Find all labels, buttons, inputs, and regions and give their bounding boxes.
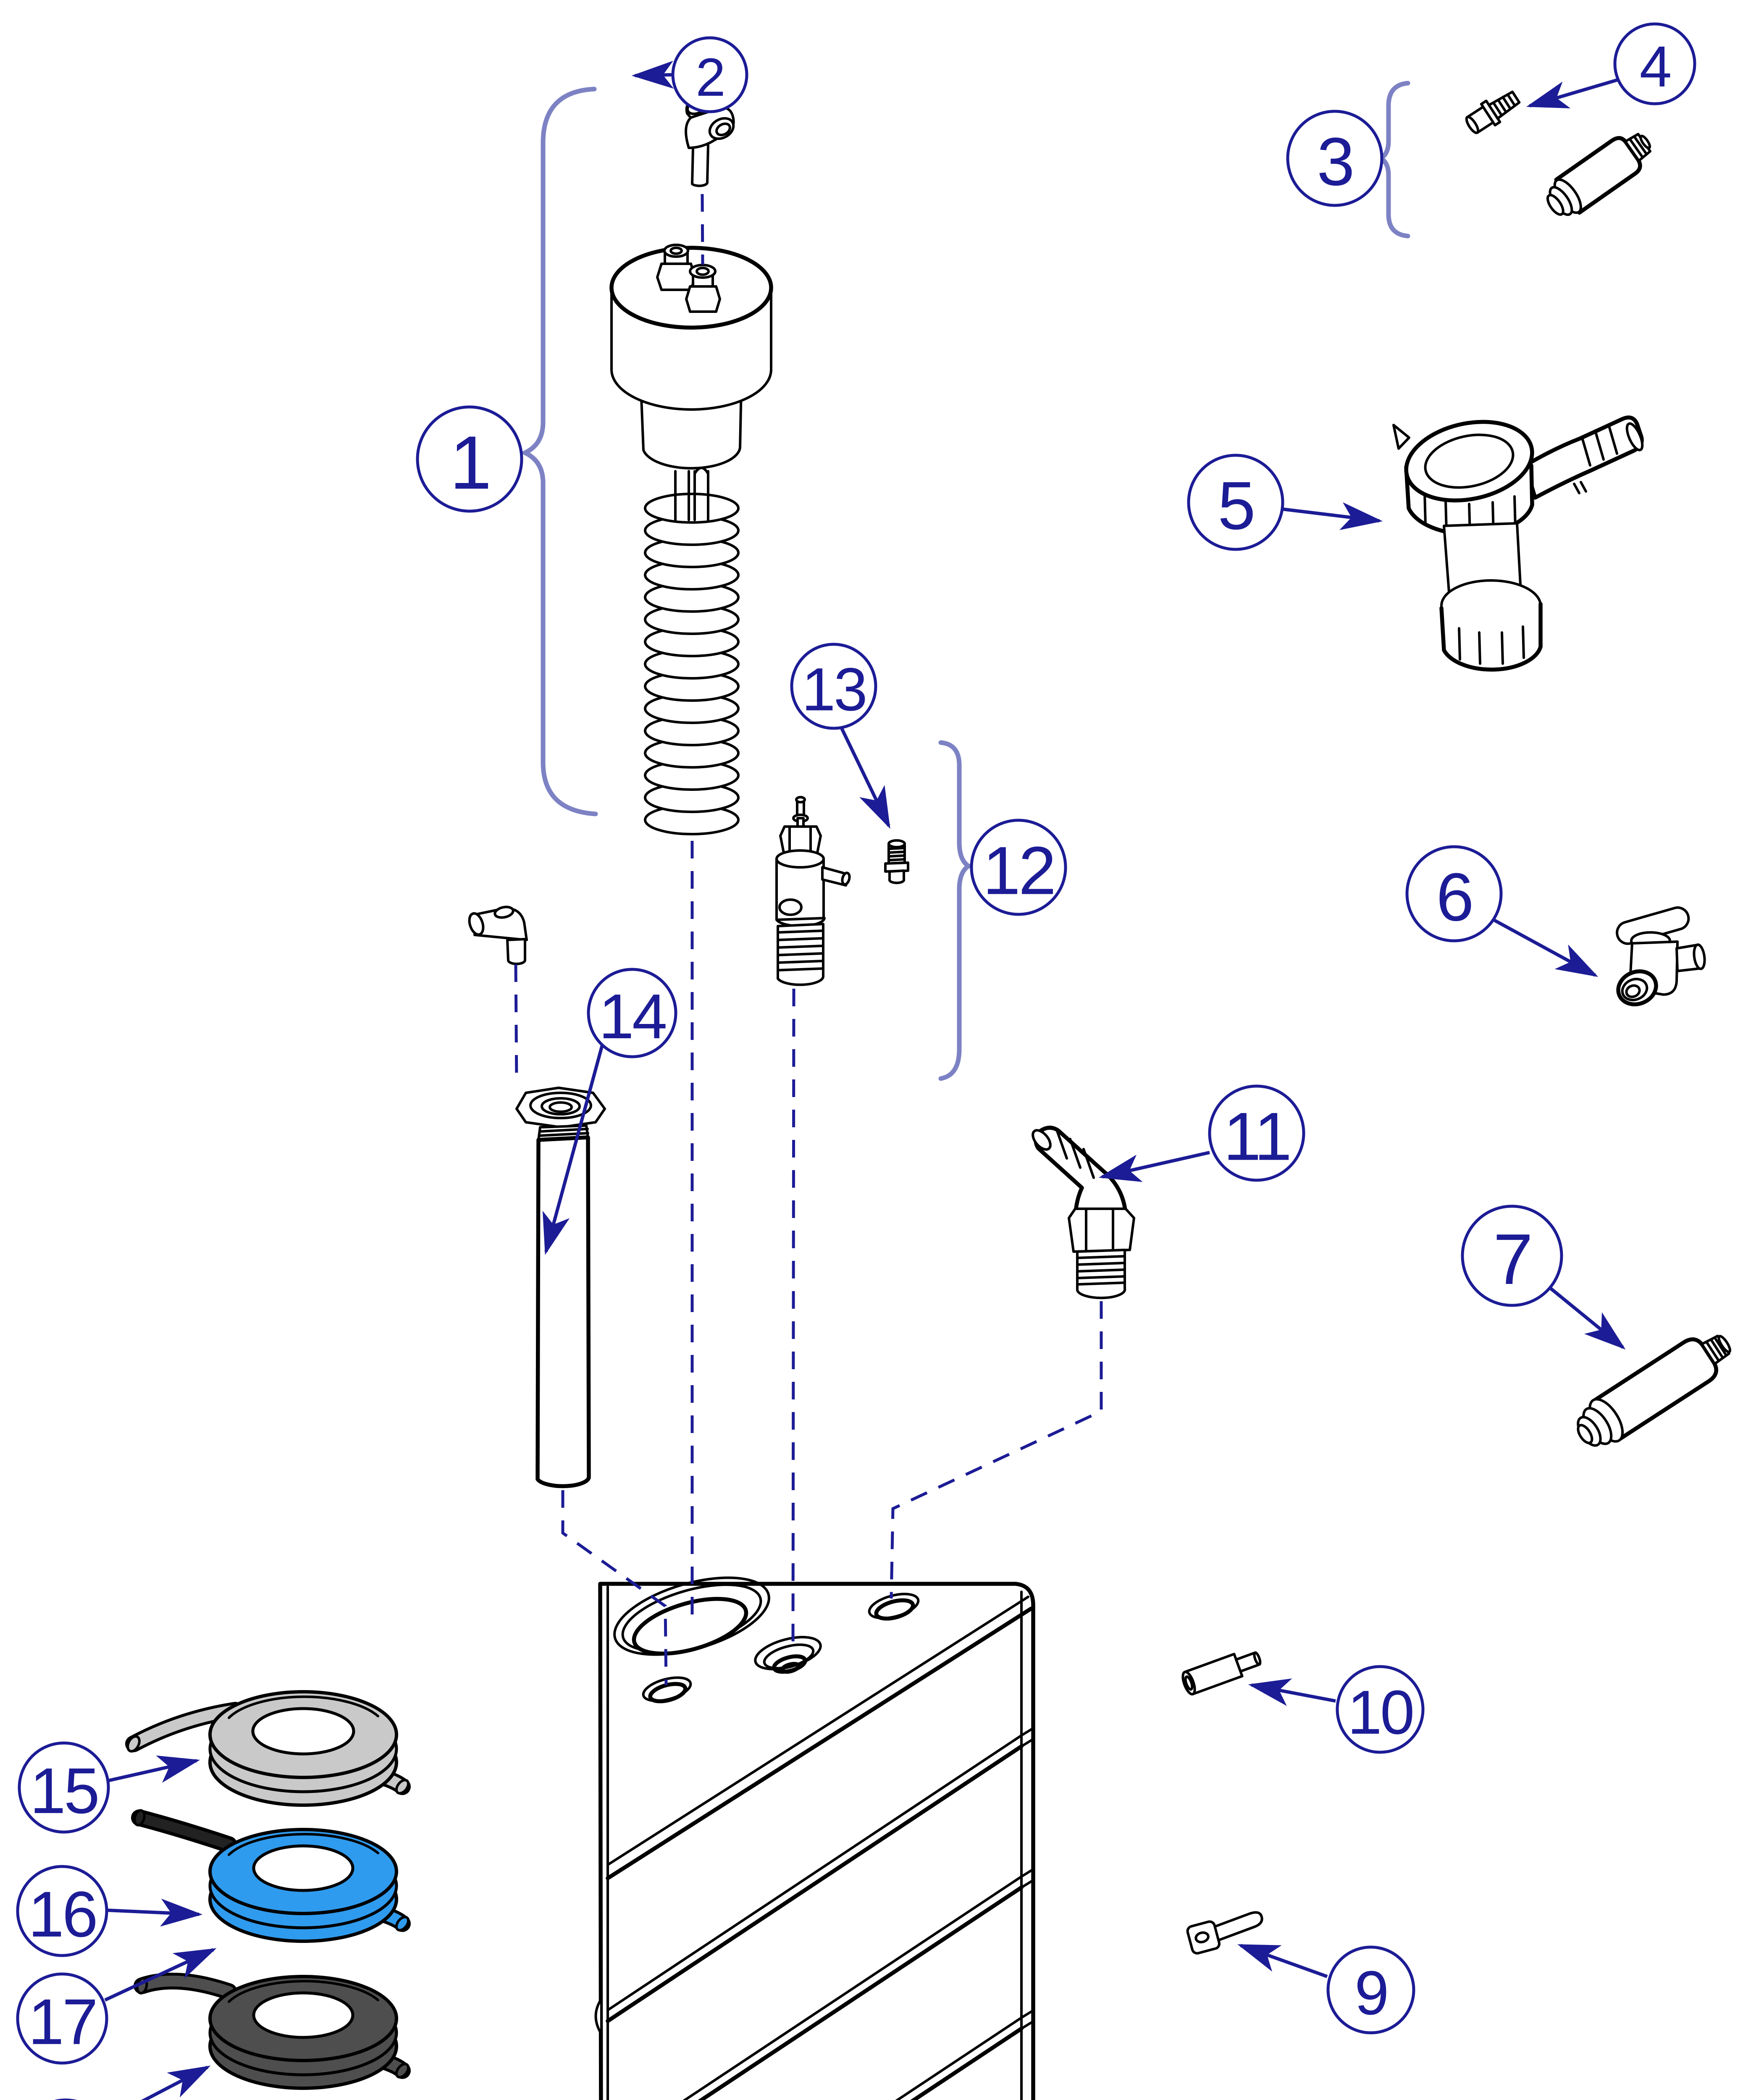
callout-number-12: 12: [983, 833, 1054, 909]
callout-bubble-5: [1187, 454, 1284, 551]
callout-number-10: 10: [1347, 1678, 1413, 1747]
callout-arrow-13: [839, 726, 890, 829]
callout-bubble-13: [790, 643, 877, 730]
callout-number-15: 15: [30, 1755, 98, 1827]
callout-bubble-15: [18, 1741, 110, 1834]
callout-18: 18: [54, 2066, 211, 2100]
assembly-dashed-line-4: [561, 1490, 668, 1685]
callout-16: 16: [16, 1865, 203, 1957]
callout-number-9: 9: [1354, 1958, 1387, 2028]
callout-bubble-4: [1613, 22, 1696, 105]
callout-10: 10: [1248, 1665, 1425, 1754]
callout-12: 12: [938, 740, 1067, 1081]
callout-2: 2: [631, 36, 748, 113]
callout-17: 17: [16, 1948, 217, 2065]
callout-5: 5: [1187, 454, 1383, 551]
callout-15: 15: [18, 1741, 200, 1834]
callout-arrow-4: [1526, 78, 1619, 109]
callout-arrow-7: [1549, 1286, 1626, 1350]
coil-tubing-gray: [125, 1690, 411, 1807]
callout-arrow-2: [631, 60, 674, 89]
assembly-dashed-line-6: [890, 1301, 1103, 1599]
assembly-dashed-line-5: [791, 988, 795, 1649]
group-brace-1: [519, 87, 598, 816]
threaded-fitting-13: [884, 839, 909, 885]
callout-11: 11: [1098, 1084, 1305, 1182]
callout-arrow-11: [1098, 1151, 1210, 1182]
callout-bubble-17: [16, 1972, 108, 2065]
fitting-4: [1465, 90, 1521, 134]
callout-bubble-6: [1405, 845, 1503, 942]
filter-cartridge-3: [1546, 133, 1652, 216]
callout-arrow-10: [1248, 1678, 1336, 1706]
callout-number-1: 1: [450, 421, 490, 505]
callout-bubble-7: [1461, 1205, 1563, 1307]
callout-bubble-1: [416, 405, 523, 513]
callout-13: 13: [790, 643, 890, 829]
black-tubing-17: [131, 1809, 237, 1853]
heater-coil: [644, 493, 740, 835]
barbed-elbow: [1032, 1126, 1135, 1299]
callout-number-16: 16: [28, 1878, 96, 1950]
heater-cap-coil-assembly: [609, 244, 773, 835]
callout-bubble-14: [587, 968, 677, 1058]
callout-bubble-2: [671, 36, 748, 113]
callout-9: 9: [1237, 1944, 1415, 2034]
callout-number-2: 2: [696, 47, 724, 108]
callout-number-5: 5: [1218, 468, 1253, 544]
spacer-pin: [1181, 1651, 1262, 1696]
elbow-fitting-mid: [468, 906, 528, 965]
relief-valve: [775, 796, 851, 986]
screw: [1186, 1911, 1263, 1955]
callout-number-13: 13: [802, 655, 866, 723]
coil-tubing-blue-and-black: [131, 1809, 411, 1943]
callout-bubble-16: [16, 1865, 108, 1957]
callout-arrow-15: [107, 1755, 200, 1783]
callout-number-14: 14: [599, 981, 666, 1052]
callout-number-17: 17: [28, 1986, 96, 2058]
callout-number-6: 6: [1436, 859, 1472, 935]
standpipe-tube: [515, 1087, 606, 1488]
callout-bubble-9: [1326, 1945, 1415, 2034]
callout-4: 4: [1526, 22, 1696, 109]
assembly-dashed-line-3: [514, 964, 518, 1085]
group-brace-12: [938, 740, 973, 1081]
callout-1: 1: [416, 87, 598, 816]
callout-arrow-17: [104, 1948, 217, 2002]
callout-bubble-11: [1208, 1084, 1305, 1182]
callout-6: 6: [1405, 845, 1599, 977]
group-brace-3: [1376, 81, 1410, 239]
tank: [594, 1576, 1035, 2100]
callout-bubble-10: [1336, 1665, 1425, 1754]
callout-14: 14: [542, 968, 677, 1255]
callout-bubble-12: [970, 819, 1067, 916]
coil-tubing-dark: [134, 1972, 411, 2090]
assembly-dashed-line-1: [701, 194, 704, 265]
callout-3: 3: [1286, 81, 1410, 239]
tee-valve-assembly: [1392, 415, 1644, 672]
callout-arrow-6: [1493, 918, 1599, 977]
callout-arrow-18: [141, 2066, 211, 2100]
callout-arrow-5: [1281, 502, 1383, 530]
shutoff-valve: [1616, 906, 1706, 1006]
callout-arrow-14: [542, 1044, 604, 1255]
filter-cartridge-7: [1577, 1334, 1732, 1447]
callout-7: 7: [1461, 1205, 1626, 1350]
callout-bubble-3: [1286, 110, 1383, 207]
callout-number-3: 3: [1317, 124, 1352, 200]
callout-number-11: 11: [1223, 1099, 1290, 1175]
callout-number-7: 7: [1493, 1219, 1531, 1299]
callout-arrow-16: [105, 1898, 203, 1927]
callout-arrow-9: [1237, 1944, 1328, 1978]
callout-number-4: 4: [1640, 34, 1670, 99]
